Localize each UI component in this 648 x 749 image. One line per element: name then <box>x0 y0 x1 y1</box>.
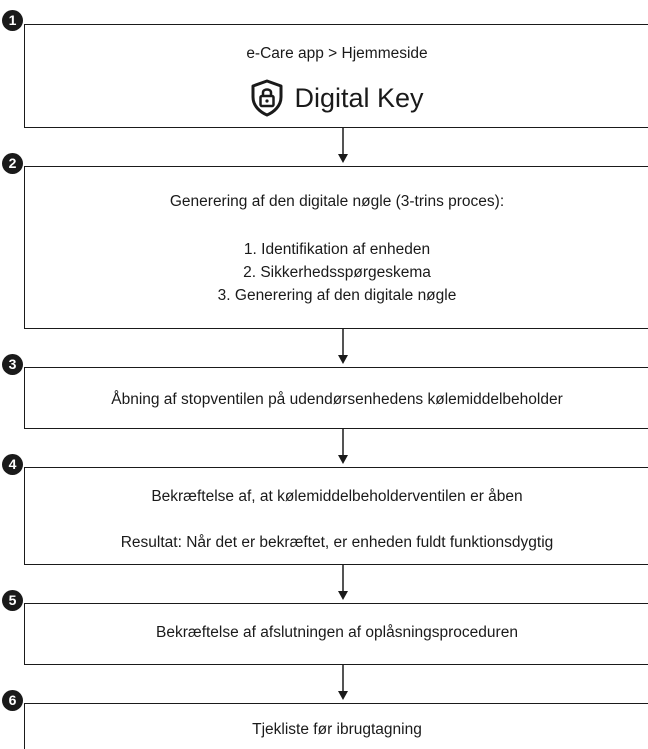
step-2-item-3: 3. Generering af den digitale nøgle <box>217 287 457 304</box>
step-4-badge: 4 <box>2 454 23 475</box>
step-6-badge: 6 <box>2 690 23 711</box>
step-3-box: Åbning af stopventilen på udendørsenhede… <box>24 367 648 429</box>
step-6-text: Tjekliste før ibrugtagning <box>252 721 422 738</box>
arrow-4-5 <box>338 565 348 600</box>
shield-lock-icon <box>251 79 283 117</box>
step-3-badge: 3 <box>2 354 23 375</box>
step-2-item-1: 1. Identifikation af enheden <box>243 241 431 258</box>
step-2-box: Generering af den digitale nøgle (3-trin… <box>24 166 648 329</box>
step-1-badge: 1 <box>2 10 23 31</box>
arrow-5-6 <box>338 665 348 700</box>
step-3-text: Åbning af stopventilen på udendørsenhede… <box>111 391 563 408</box>
step-4-line-2: Resultat: Når det er bekræftet, er enhed… <box>120 534 554 551</box>
digital-key-label: Digital Key <box>294 82 424 113</box>
step-1-box: e-Care app > Hjemmeside Digital Key <box>24 24 648 128</box>
step-6-box: Tjekliste før ibrugtagning <box>24 703 648 749</box>
step-4-line-1: Bekræftelse af, at kølemiddelbeholderven… <box>151 488 523 505</box>
step-5-box: Bekræftelse af afslutningen af oplåsning… <box>24 603 648 665</box>
arrow-1-2 <box>338 128 348 163</box>
step-2-item-2: 2. Sikkerhedsspørgeskema <box>243 264 431 281</box>
step-5-text: Bekræftelse af afslutningen af oplåsning… <box>156 624 518 641</box>
step-2-badge: 2 <box>2 153 23 174</box>
digital-key-row: Digital Key <box>25 79 648 117</box>
step-4-box: Bekræftelse af, at kølemiddelbeholderven… <box>24 467 648 565</box>
arrow-3-4 <box>338 429 348 464</box>
arrow-2-3 <box>338 329 348 364</box>
step-1-text: e-Care app > Hjemmeside <box>246 45 428 62</box>
step-2-title: Generering af den digitale nøgle (3-trin… <box>169 193 505 210</box>
step-5-badge: 5 <box>2 590 23 611</box>
